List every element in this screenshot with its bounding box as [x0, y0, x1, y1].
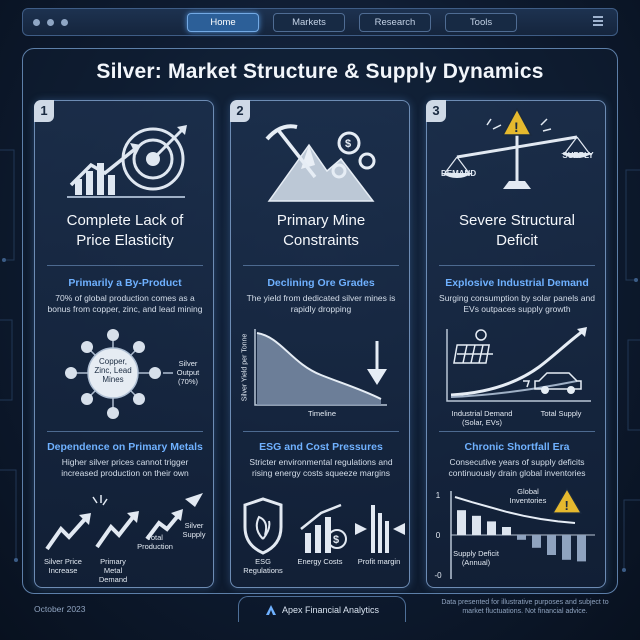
- divider: [439, 265, 595, 266]
- divider: [243, 265, 399, 266]
- panel-number: 3: [426, 100, 446, 122]
- series-label: Industrial Demand (Solar, EVs): [451, 409, 513, 427]
- brand-logo-icon: [265, 604, 276, 615]
- brand-name: Apex Financial Analytics: [281, 604, 380, 615]
- divider: [47, 431, 203, 432]
- deficit-bar: [562, 535, 571, 560]
- tab-markets[interactable]: Markets: [273, 13, 345, 32]
- nav-tabs: Home Markets Research Tools: [187, 13, 517, 32]
- demand-label: DEMAND: [441, 169, 477, 178]
- svg-text:$: $: [345, 138, 351, 150]
- section-description: Stricter environmental regulations and r…: [249, 457, 393, 478]
- growth-target-icon: [67, 125, 187, 198]
- section-heading: Dependence on Primary Metals: [47, 441, 203, 453]
- svg-text:!: !: [565, 498, 569, 513]
- y-tick-label: -0: [434, 571, 442, 580]
- tab-tools[interactable]: Tools: [445, 13, 517, 32]
- y-axis-label: Silver Yield per Tonne: [241, 333, 249, 402]
- section-description: Surging consumption by solar panels and …: [439, 293, 595, 314]
- deficit-bar: [547, 535, 556, 555]
- section-heading: Chronic Shortfall Era: [464, 441, 570, 453]
- window-dot-icon[interactable]: [47, 18, 54, 26]
- x-axis-label: Timeline: [307, 409, 337, 418]
- panel-title-line2: Price Elasticity: [76, 232, 174, 249]
- divider: [243, 431, 399, 432]
- tab-research[interactable]: Research: [359, 13, 431, 32]
- panel-title-line2: Deficit: [496, 232, 538, 249]
- deficit-bar: [517, 535, 526, 540]
- demand-supply-chart: [446, 327, 591, 402]
- window-controls: [33, 18, 68, 26]
- panel-structural-deficit: 3 ! DEMAND SUPPLY Severe Structural Defi…: [426, 100, 606, 588]
- pressure-label: Profit margin: [357, 557, 401, 566]
- section-description: The yield from dedicated silver mines is…: [246, 293, 396, 314]
- section-heading: Explosive Industrial Demand: [445, 277, 589, 289]
- panel-price-elasticity: 1 Complete Lack of Price Elasticity Prim…: [34, 100, 214, 588]
- svg-text:$: $: [333, 534, 339, 546]
- page-title: Silver: Market Structure & Supply Dynami…: [96, 60, 544, 83]
- production-chain-icons: [45, 493, 203, 551]
- panel-title-line2: Constraints: [283, 232, 359, 249]
- chain-label: Total Production: [137, 533, 173, 551]
- panel-mine-constraints: 2 $ Primary Mine Constraints Declining O…: [230, 100, 410, 588]
- svg-text:!: !: [514, 119, 519, 135]
- series-label: Total Supply: [540, 409, 582, 418]
- hamburger-menu-icon[interactable]: [593, 16, 603, 28]
- chain-label: Primary Metal Demand: [98, 557, 128, 584]
- tab-home[interactable]: Home: [187, 13, 259, 32]
- mine-mountain-icon: $: [265, 124, 376, 202]
- section-description: Higher silver prices cannot trigger incr…: [61, 457, 189, 478]
- balance-scale-icon: !: [441, 107, 593, 189]
- ore-grade-chart: [254, 329, 387, 406]
- footer-brand: Apex Financial Analytics: [238, 596, 406, 622]
- deficit-chart: !: [450, 487, 595, 579]
- chain-label: Silver Supply: [182, 521, 206, 539]
- panel-title-line1: Primary Mine: [276, 212, 366, 229]
- section-description: Consecutive years of supply deficits con…: [448, 457, 586, 478]
- panel-title-line1: Severe Structural: [459, 212, 575, 229]
- deficit-bar: [487, 521, 496, 535]
- divider: [47, 265, 203, 266]
- divider: [439, 431, 595, 432]
- deficit-bar: [457, 510, 466, 535]
- deficit-bar: [532, 535, 541, 548]
- pressure-label: Energy Costs: [297, 557, 343, 566]
- window-dot-icon[interactable]: [61, 18, 68, 26]
- chain-label: Silver Price Increase: [44, 557, 82, 575]
- pressure-label: ESG Regulations: [243, 557, 283, 575]
- deficit-label: Supply Deficit (Annual): [453, 549, 499, 567]
- section-heading: Primarily a By-Product: [68, 277, 182, 289]
- hub-spoke-diagram: [65, 329, 173, 419]
- inventory-label: Global Inventories: [509, 487, 547, 505]
- supply-label: SUPPLY: [562, 151, 594, 160]
- y-tick-label: 0: [435, 531, 441, 540]
- panel-number: 2: [230, 100, 250, 122]
- panel-number: 1: [34, 100, 54, 122]
- deficit-bar: [502, 527, 511, 535]
- hub-label: Copper, Zinc, Lead Mines: [94, 357, 132, 384]
- section-description: 70% of global production comes as a bonu…: [47, 293, 203, 314]
- window-dot-icon[interactable]: [33, 18, 40, 26]
- y-tick-label: 1: [435, 491, 441, 500]
- pressure-icons: $: [243, 497, 405, 555]
- section-heading: ESG and Cost Pressures: [259, 441, 383, 453]
- panel-title-line1: Complete Lack of: [66, 212, 184, 229]
- footer-date: October 2023: [34, 604, 86, 614]
- footer-disclaimer: Data presented for illustrative purposes…: [441, 599, 609, 615]
- section-heading: Declining Ore Grades: [267, 277, 375, 289]
- deficit-bar: [577, 535, 586, 562]
- output-label: Silver Output (70%): [176, 359, 200, 386]
- top-nav-bar: Home Markets Research Tools: [22, 8, 618, 36]
- deficit-bar: [472, 515, 481, 535]
